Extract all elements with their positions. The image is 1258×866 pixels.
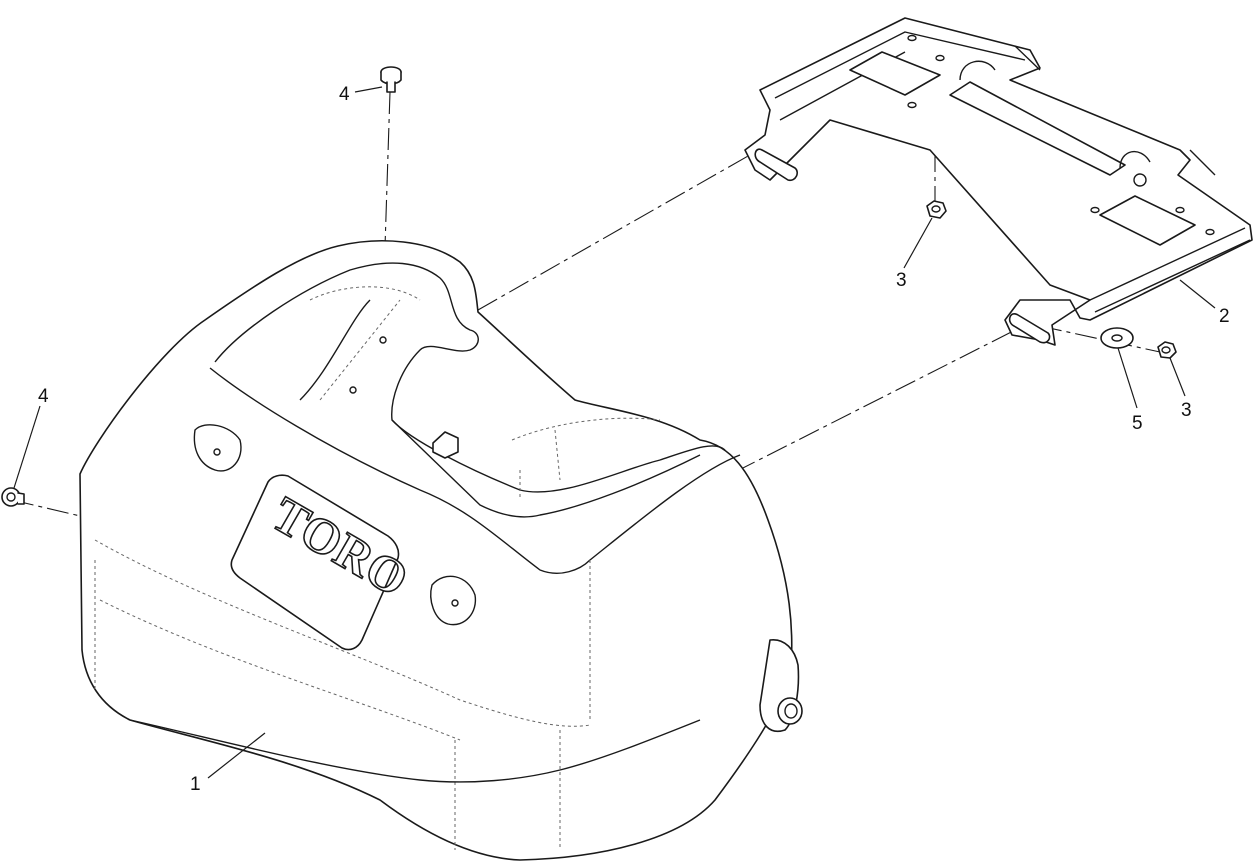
bracket-hole [1205,228,1215,236]
nut-hole [931,205,941,213]
callout-5: 5 [1132,413,1143,434]
part-5-washer [1100,327,1134,349]
part-3-nut-lower [1157,341,1177,359]
nut-body [1157,341,1177,359]
mount-pocket-left [193,424,242,472]
side-boss-hole [777,697,803,725]
bracket-slot-right [1008,313,1051,344]
bracket-cutout-upper [849,51,941,96]
callout-3-lower: 3 [1181,400,1192,421]
pocket-right-hole [451,599,459,607]
bracket-hole [1090,206,1100,214]
part-3-nut-upper [926,200,947,219]
callout-3-upper: 3 [896,270,907,291]
bracket-cutout-lower [1099,195,1196,246]
weight-body-outline [79,240,793,861]
bolt-socket [6,492,16,502]
part-4-bolt-top [380,66,402,93]
washer-body [1100,327,1134,349]
stud [432,431,459,459]
leader-3-lower [1169,357,1186,397]
front-face-hidden [94,539,591,850]
leader-5 [1117,347,1138,409]
callout-1: 1 [190,774,201,795]
pocket-right-rim [430,575,477,626]
pocket-left-rim [193,424,242,472]
nut-hole [1161,346,1171,354]
callout-labels: 1 2 3 3 4 4 5 [38,84,1230,795]
leader-2 [1179,279,1216,309]
pocket-left-hole [213,448,221,456]
callout-4-top: 4 [339,84,350,105]
bracket-lower-flange [1089,227,1251,313]
bolt-shank [386,81,396,93]
cradle-recess [214,262,726,493]
leader-4-top [354,86,383,93]
front-face-edge [209,367,741,574]
bolt-shank [17,492,25,505]
leader-4-left [13,405,41,489]
bracket-holes [907,34,1215,236]
top-bolt-hole [379,336,387,344]
bracket-slot-left [754,148,798,182]
leader-1 [207,732,266,779]
side-boss-hole-inner [784,703,798,719]
washer-hole [1111,334,1123,342]
bracket-hole [907,34,917,42]
bracket-pin [1133,173,1147,187]
bolt-flange [380,71,402,85]
part-1-rear-weight: TORO [79,240,803,861]
leader-lines [13,86,1216,779]
bracket-hole [1175,206,1185,214]
logo-plate [230,474,400,651]
part-2-mounting-bracket [744,17,1253,346]
lower-lip [129,719,701,783]
top-nut-hole [349,386,357,394]
cradle-floor [299,299,701,518]
bracket-ears [959,45,1216,176]
callout-4-left: 4 [38,386,49,407]
cradle-hidden-edges [309,286,661,500]
bracket-plate [744,17,1253,346]
callout-2: 2 [1219,306,1230,327]
bracket-hole [935,54,945,62]
mount-pocket-right [430,575,477,626]
bolt-head [1,487,21,507]
leader-3-upper [903,217,933,269]
part-4-bolt-left [1,487,25,507]
nut-body [926,200,947,219]
bracket-shaft [949,81,1126,176]
bracket-hole [907,101,917,109]
